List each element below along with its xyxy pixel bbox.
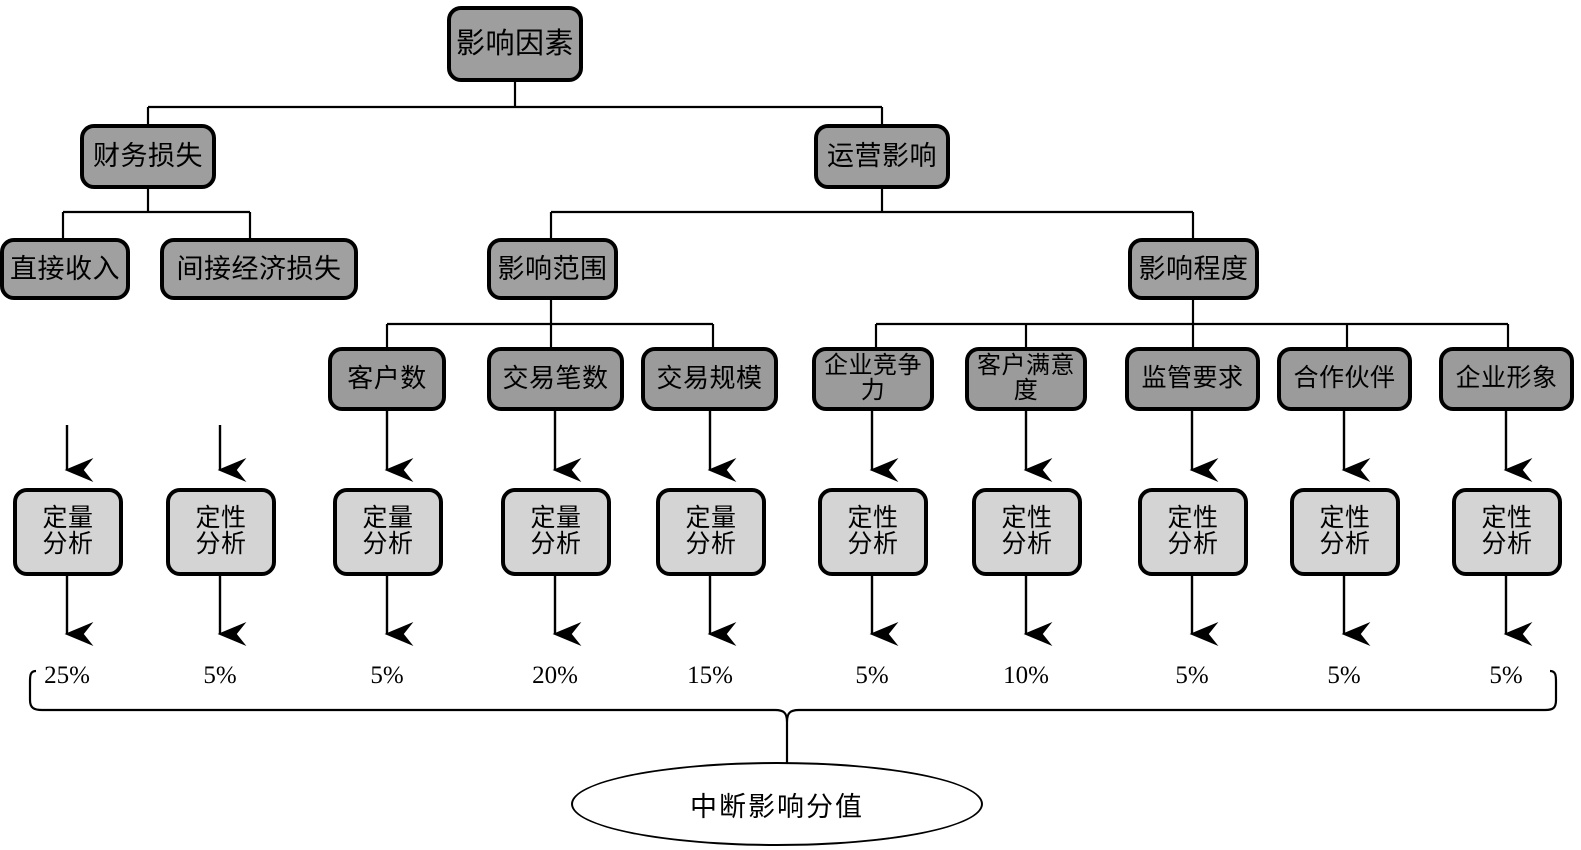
node-regulatory-requirement-label: 监管要求 [1141, 364, 1244, 392]
weight-6: 5% [822, 662, 922, 690]
analysis-box-6-label: 定性 分析 [847, 504, 899, 558]
node-indirect-economic-loss[interactable]: 间接经济损失 [160, 238, 358, 300]
weight-5: 15% [660, 662, 760, 690]
analysis-box-2-label: 定性 分析 [195, 504, 247, 558]
node-regulatory-requirement[interactable]: 监管要求 [1125, 347, 1260, 411]
weight-1: 25% [17, 662, 117, 690]
weight-7: 10% [976, 662, 1076, 690]
weight-3: 5% [337, 662, 437, 690]
node-financial-loss-label: 财务损失 [93, 141, 203, 172]
node-customer-count[interactable]: 客户数 [328, 347, 446, 411]
node-impact-scope-label: 影响范围 [497, 253, 608, 284]
node-partner-label: 合作伙伴 [1293, 364, 1396, 392]
weight-4: 20% [505, 662, 605, 690]
node-corporate-image[interactable]: 企业形象 [1439, 347, 1574, 411]
weight-7-value: 10% [1003, 662, 1049, 689]
node-impact-scope[interactable]: 影响范围 [487, 238, 618, 300]
analysis-box-2[interactable]: 定性 分析 [166, 488, 276, 576]
weight-2-value: 5% [203, 662, 237, 689]
analysis-box-8-label: 定性 分析 [1167, 504, 1219, 558]
weight-8: 5% [1142, 662, 1242, 690]
weight-2: 5% [170, 662, 270, 690]
analysis-box-6[interactable]: 定性 分析 [818, 488, 928, 576]
node-enterprise-competitiveness[interactable]: 企业竞争 力 [812, 347, 934, 411]
analysis-box-7-label: 定性 分析 [1001, 504, 1053, 558]
node-root-label: 影响因素 [455, 27, 574, 60]
weight-9-value: 5% [1327, 662, 1361, 689]
node-customer-count-label: 客户数 [347, 364, 427, 394]
node-operational-impact-label: 运营影响 [827, 141, 937, 172]
analysis-box-7[interactable]: 定性 分析 [972, 488, 1082, 576]
weight-10: 5% [1456, 662, 1556, 690]
node-corporate-image-label: 企业形象 [1455, 364, 1558, 392]
weight-10-value: 5% [1489, 662, 1523, 689]
node-enterprise-competitiveness-label: 企业竞争 力 [824, 352, 922, 404]
node-operational-impact[interactable]: 运营影响 [814, 124, 950, 189]
node-customer-satisfaction-label: 客户满意 度 [977, 352, 1075, 404]
analysis-box-9[interactable]: 定性 分析 [1290, 488, 1400, 576]
node-direct-revenue-label: 直接收入 [10, 253, 120, 284]
analysis-box-9-label: 定性 分析 [1319, 504, 1371, 558]
analysis-box-10-label: 定性 分析 [1481, 504, 1533, 558]
weight-1-value: 25% [44, 662, 90, 689]
weight-9: 5% [1294, 662, 1394, 690]
node-partner[interactable]: 合作伙伴 [1277, 347, 1412, 411]
node-transaction-scale[interactable]: 交易规模 [641, 347, 778, 411]
analysis-box-10[interactable]: 定性 分析 [1452, 488, 1562, 576]
weight-6-value: 5% [855, 662, 889, 689]
analysis-box-5-label: 定量 分析 [685, 504, 737, 558]
node-financial-loss[interactable]: 财务损失 [80, 124, 216, 189]
node-root[interactable]: 影响因素 [447, 6, 583, 82]
analysis-box-3[interactable]: 定量 分析 [333, 488, 443, 576]
weight-3-value: 5% [370, 662, 404, 689]
result-ellipse-label: 中断影响分值 [690, 791, 864, 822]
node-impact-degree-label: 影响程度 [1138, 253, 1249, 284]
node-indirect-economic-loss-label: 间接经济损失 [176, 253, 342, 284]
node-impact-degree[interactable]: 影响程度 [1128, 238, 1259, 300]
analysis-box-4[interactable]: 定量 分析 [501, 488, 611, 576]
analysis-box-1[interactable]: 定量 分析 [13, 488, 123, 576]
weight-5-value: 15% [687, 662, 733, 689]
node-direct-revenue[interactable]: 直接收入 [0, 238, 130, 300]
analysis-box-5[interactable]: 定量 分析 [656, 488, 766, 576]
node-customer-satisfaction[interactable]: 客户满意 度 [965, 347, 1087, 411]
node-transaction-count-label: 交易笔数 [502, 364, 609, 394]
node-transaction-scale-label: 交易规模 [656, 364, 763, 394]
node-transaction-count[interactable]: 交易笔数 [487, 347, 624, 411]
analysis-box-3-label: 定量 分析 [362, 504, 414, 558]
analysis-box-4-label: 定量 分析 [530, 504, 582, 558]
weight-8-value: 5% [1175, 662, 1209, 689]
analysis-box-1-label: 定量 分析 [42, 504, 94, 558]
result-ellipse[interactable]: 中断影响分值 [571, 762, 983, 846]
analysis-box-8[interactable]: 定性 分析 [1138, 488, 1248, 576]
weight-4-value: 20% [532, 662, 578, 689]
